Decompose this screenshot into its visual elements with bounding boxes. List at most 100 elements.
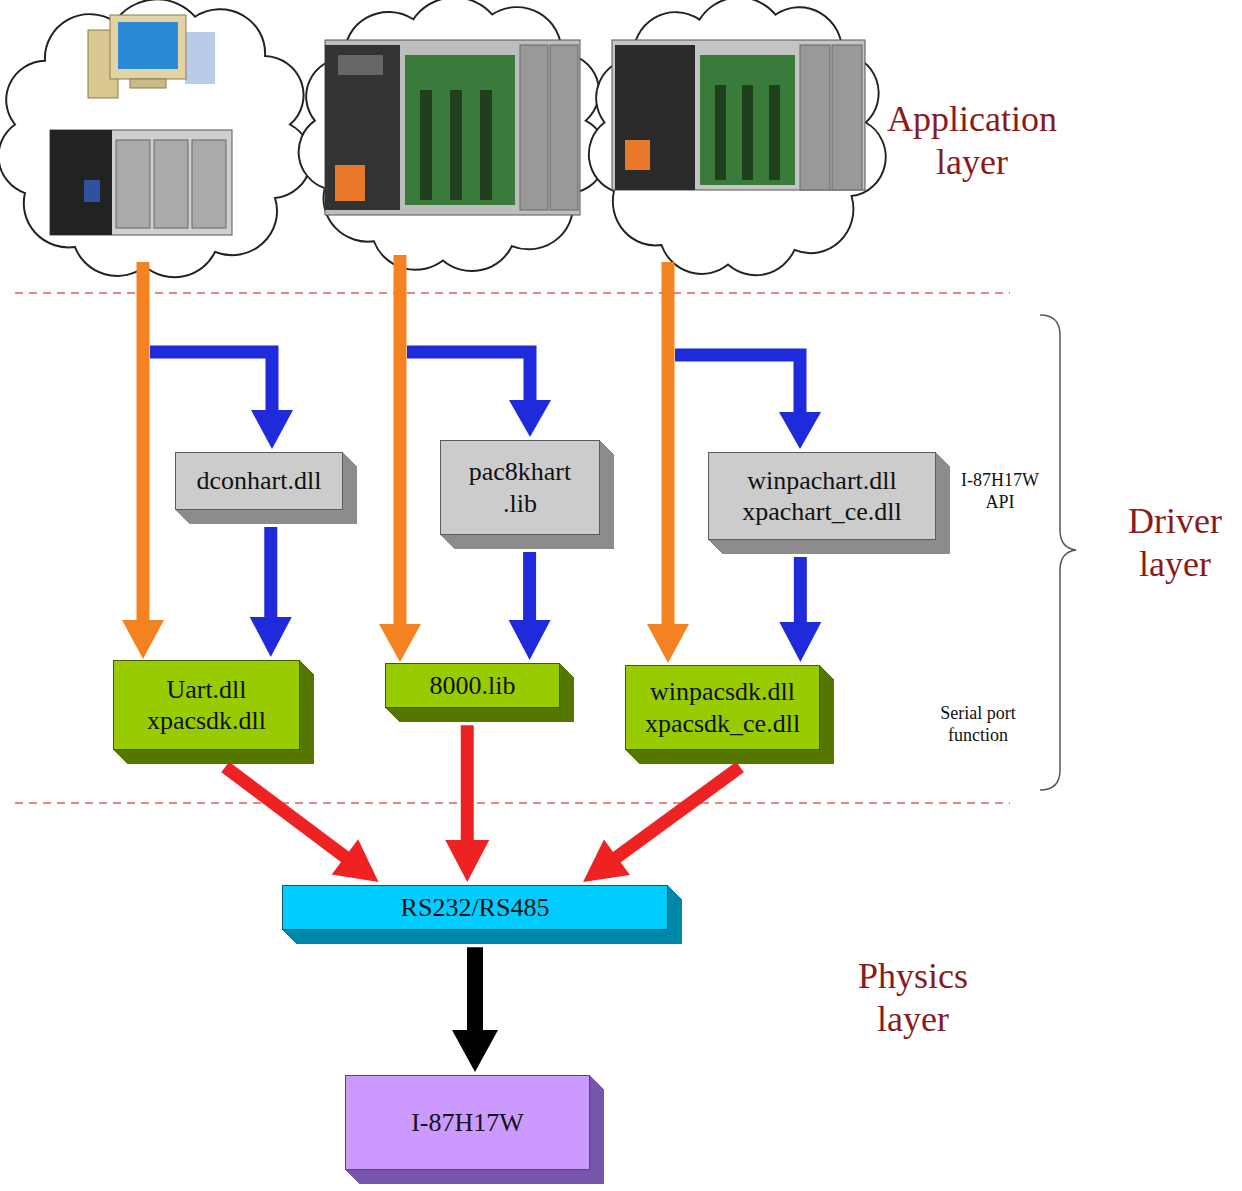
note-label: I-87H17W API (952, 470, 1048, 513)
arrow-head (452, 1030, 498, 1072)
arrow-head (445, 840, 489, 882)
direct-call-arrow (647, 262, 689, 663)
api-library-box: dconhart.dll (175, 452, 343, 510)
arrow-head (332, 839, 379, 882)
arrow-shaft (150, 352, 272, 412)
connector-arrow (452, 947, 498, 1072)
io-slot (520, 45, 548, 210)
module-box: I-87H17W (345, 1075, 590, 1170)
arrow-shaft (461, 725, 474, 842)
monitor-shadow (185, 32, 215, 84)
port (84, 180, 100, 202)
node-text: pac8khart .lib (453, 456, 587, 518)
monitor (110, 15, 186, 79)
arrow-head (583, 839, 630, 882)
bus-box: RS232/RS485 (282, 885, 668, 930)
monitor-screen (118, 22, 178, 69)
cpu-module (50, 130, 112, 235)
node-text: winpachart.dll xpachart_ce.dll (721, 465, 923, 527)
bracket (1040, 315, 1076, 790)
cpu-module (615, 45, 695, 190)
circuit-board (405, 55, 515, 205)
arrow-shaft (137, 262, 150, 622)
api-library-box: winpachart.dll xpachart_ce.dll (708, 452, 936, 540)
arrow-shaft (467, 947, 483, 1032)
node-text: 8000.lib (398, 670, 547, 701)
terminal (625, 140, 650, 170)
computer-picture (88, 15, 215, 98)
api-library-box: pac8khart .lib (440, 440, 600, 535)
arrow-head (122, 620, 164, 659)
slot (450, 90, 462, 200)
cpu-module (325, 45, 400, 210)
io-slot (116, 140, 150, 228)
connector-arrow (250, 527, 292, 657)
slot (420, 90, 432, 200)
arrow-shaft (394, 255, 407, 626)
arrow-shaft (615, 767, 740, 858)
slot (742, 85, 753, 180)
layer-divider (15, 292, 1010, 294)
controller-picture (612, 40, 865, 190)
cloud (0, 0, 311, 277)
slot (480, 90, 492, 200)
connector-arrow (445, 725, 489, 882)
arrow-head (379, 624, 421, 662)
serial-library-box: winpacsdk.dll xpacsdk_ce.dll (625, 665, 820, 750)
arrow-shaft (264, 527, 277, 619)
layer-label: Application layer (862, 98, 1082, 184)
controller-picture (50, 130, 232, 235)
circuit-board (700, 55, 795, 185)
api-call-arrow (407, 352, 551, 437)
monitor-base (130, 79, 166, 88)
arrow-shaft (675, 355, 800, 414)
controller-chassis (612, 40, 865, 190)
io-slot (832, 45, 862, 190)
cloud (299, 0, 607, 271)
io-slot (154, 140, 188, 228)
slot (769, 85, 780, 180)
io-slot (550, 45, 578, 210)
node-text: RS232/RS485 (295, 892, 655, 923)
arrow-shaft (794, 557, 807, 624)
note-label: Serial port function (923, 703, 1033, 746)
controller-picture (325, 40, 580, 215)
display (338, 55, 383, 75)
controller-chassis (50, 130, 232, 235)
api-call-arrow (150, 352, 293, 449)
node-text: I-87H17W (358, 1107, 577, 1138)
connector-arrow (583, 767, 740, 882)
connector-arrow (779, 557, 821, 662)
arrow-head (509, 400, 551, 437)
arrow-shaft (407, 352, 530, 402)
io-slot (800, 45, 830, 190)
arrow-shaft (523, 552, 536, 622)
direct-call-arrow (122, 262, 164, 659)
serial-library-box: Uart.dll xpacsdk.dll (113, 660, 300, 750)
layer-label: Driver layer (1115, 500, 1235, 586)
direct-call-arrow (379, 255, 421, 662)
node-text: dconhart.dll (188, 465, 330, 496)
serial-library-box: 8000.lib (385, 663, 560, 708)
api-call-arrow (675, 355, 821, 449)
connector-arrow (509, 552, 551, 660)
cloud (589, 0, 886, 275)
terminal (335, 165, 365, 201)
arrow-head (250, 617, 292, 657)
arrow-head (779, 412, 821, 449)
slot (715, 85, 726, 180)
arrow-head (509, 620, 551, 660)
io-slot (192, 140, 226, 228)
layer-divider (15, 802, 1010, 804)
arrow-shaft (225, 767, 346, 858)
arrow-head (647, 624, 689, 663)
layer-label: Physics layer (833, 955, 993, 1041)
arrow-head (779, 622, 821, 662)
node-text: winpacsdk.dll xpacsdk_ce.dll (638, 676, 807, 738)
arrow-head (251, 410, 293, 449)
controller-chassis (325, 40, 580, 215)
node-text: Uart.dll xpacsdk.dll (126, 674, 287, 736)
